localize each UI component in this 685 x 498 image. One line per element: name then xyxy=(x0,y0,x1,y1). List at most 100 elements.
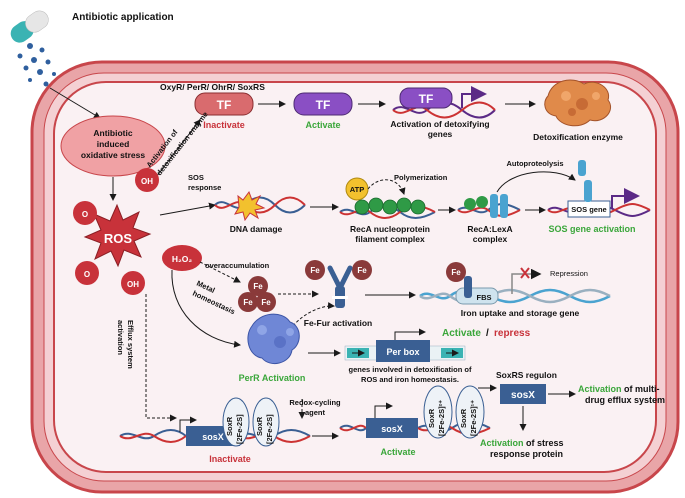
perr-protein-icon xyxy=(247,313,300,365)
sosx-active-label: sosX xyxy=(381,424,403,434)
svg-text:[2Fe-2S]¹⁺: [2Fe-2S]¹⁺ xyxy=(469,400,478,436)
iron-uptake-label: Iron uptake and storage gene xyxy=(461,308,580,318)
ros-label: ROS xyxy=(104,231,133,246)
ros-oh-top: OH xyxy=(135,168,159,192)
sosx-regulon-box: sosX xyxy=(500,384,546,404)
efflux-line2: activation xyxy=(116,320,125,355)
overaccumulation-label: overaccumulation xyxy=(205,261,270,270)
reca-line1: RecA nucleoprotein xyxy=(350,224,430,234)
redox-line1: Redox-cycling xyxy=(289,398,341,407)
reca-lexa-icon xyxy=(457,194,521,218)
tf-inactive-label: TF xyxy=(217,98,232,112)
svg-text:SoxR: SoxR xyxy=(427,408,436,428)
fe-fur-label: Fe-Fur activation xyxy=(304,318,372,328)
svg-text:[2Fe-2S]: [2Fe-2S] xyxy=(265,414,274,444)
perr-activation-label: PerR Activation xyxy=(239,373,306,383)
svg-text:Fe: Fe xyxy=(310,266,320,275)
reca-lexa-line1: RecA:LexA xyxy=(467,224,512,234)
stress-line3: oxidative stress xyxy=(81,150,146,160)
svg-text:SoxR: SoxR xyxy=(225,416,234,436)
tf-active: TF xyxy=(293,92,353,116)
fur-protein-icon: Fe Fe xyxy=(305,260,372,308)
regulators-label: OxyR/ PerR/ OhrR/ SoxRS xyxy=(160,82,265,92)
soxrs-regulon-label: SoxRS regulon xyxy=(496,370,557,380)
ros-o2-bottom: O xyxy=(75,261,99,285)
dna-damage-icon xyxy=(214,190,306,222)
oxidative-stress-node: Antibiotic induced oxidative stress xyxy=(60,115,166,177)
antibiotic-application-label: Antibiotic application xyxy=(72,12,174,23)
svg-text:[2Fe-2S]: [2Fe-2S] xyxy=(235,414,244,444)
ros-burst: ROS xyxy=(83,203,152,268)
efflux-line2-text: drug efflux system xyxy=(585,395,665,405)
detox-enzyme-label: Detoxification enzyme xyxy=(533,132,623,142)
polymerization-label: Polymerization xyxy=(394,173,448,182)
per-box-label: Per box xyxy=(386,347,419,357)
slash-label: / xyxy=(486,328,489,339)
sos-response-line1: SOS xyxy=(188,173,204,182)
redox-line2: agent xyxy=(305,408,326,417)
soxr-activate-label: Activate xyxy=(380,447,415,457)
stress-protein-text: Activation of stress xyxy=(480,438,564,448)
detox-enzyme-icon xyxy=(544,79,612,127)
svg-text:Fe: Fe xyxy=(261,298,271,307)
repression-label: Repression xyxy=(550,269,588,278)
soxr-inactive-protein-1: SoxR [2Fe-2S] xyxy=(222,397,250,447)
tf-active-label: TF xyxy=(316,98,331,112)
ros-o2-top: O xyxy=(73,201,97,225)
efflux-activation-text: Activation of multi- xyxy=(578,384,660,394)
tf-bound-label: TF xyxy=(419,92,434,106)
svg-text:Fe: Fe xyxy=(243,298,253,307)
tf-dna-complex: TF xyxy=(392,86,496,119)
tf-inactivate-text: Inactivate xyxy=(203,120,245,130)
genes-line1: genes involved in detoxification of xyxy=(349,365,472,374)
sos-response-line2: response xyxy=(188,183,221,192)
svg-text:O: O xyxy=(84,270,90,279)
svg-text:Fe: Fe xyxy=(253,282,263,291)
antibiotic-capsule-icon xyxy=(10,10,49,43)
soxr-active-protein-2: SoxR [2Fe-2S]¹⁺ xyxy=(455,385,485,439)
ros-h2o2: H₂O₂ xyxy=(162,245,202,271)
repress-label: repress xyxy=(494,328,531,339)
svg-text:sosX: sosX xyxy=(511,390,535,401)
svg-text:ATP: ATP xyxy=(350,185,364,194)
efflux-line1: Efflux system xyxy=(126,320,135,369)
tf-inactive: TF xyxy=(194,92,254,116)
reca-filament-icon xyxy=(339,197,436,219)
svg-text:OH: OH xyxy=(141,177,153,186)
per-box-gene xyxy=(344,328,466,362)
svg-text:SoxR: SoxR xyxy=(255,416,264,436)
reca-line2: filament complex xyxy=(355,234,425,244)
activation-detox-line2: genes xyxy=(428,129,453,139)
antibiotic-pills xyxy=(17,43,56,87)
sos-gene-label: SOS gene xyxy=(571,205,606,214)
stress-line2-text: response protein xyxy=(490,449,563,459)
soxr-inactivate-label: Inactivate xyxy=(209,454,251,464)
svg-text:Fe: Fe xyxy=(451,268,461,277)
iron-gene-icon: Fe xyxy=(419,262,611,305)
svg-text:O: O xyxy=(82,210,88,219)
sosx-inactive-label: sosX xyxy=(202,432,224,442)
stress-line2: induced xyxy=(97,139,130,149)
svg-text:OH: OH xyxy=(127,280,139,289)
tf-activate-text: Activate xyxy=(305,120,340,130)
genes-line2: ROS and iron homeostasis. xyxy=(361,375,459,384)
soxr-inactive-protein-2: SoxR [2Fe-2S] xyxy=(252,397,280,447)
svg-text:H₂O₂: H₂O₂ xyxy=(172,254,193,264)
reca-lexa-line2: complex xyxy=(473,234,508,244)
activation-detox-line1: Activation of detoxifying xyxy=(390,119,489,129)
atp-badge: ATP xyxy=(345,177,369,201)
fbs-label: FBS xyxy=(477,293,492,302)
sos-gene-activation-label: SOS gene activation xyxy=(548,224,635,234)
fe-cluster-icon: Fe Fe Fe xyxy=(238,276,276,312)
autoproteolysis-label: Autoproteolysis xyxy=(506,159,563,168)
stress-line1: Antibiotic xyxy=(93,128,132,138)
svg-text:Fe: Fe xyxy=(357,266,367,275)
ros-oh-bottom: OH xyxy=(121,271,145,295)
svg-text:[2Fe-2S]²⁺: [2Fe-2S]²⁺ xyxy=(437,400,446,436)
activate-label: Activate xyxy=(442,328,481,339)
sos-gene-icon xyxy=(547,160,651,218)
svg-text:SoxR: SoxR xyxy=(459,408,468,428)
dna-damage-label: DNA damage xyxy=(230,224,283,234)
